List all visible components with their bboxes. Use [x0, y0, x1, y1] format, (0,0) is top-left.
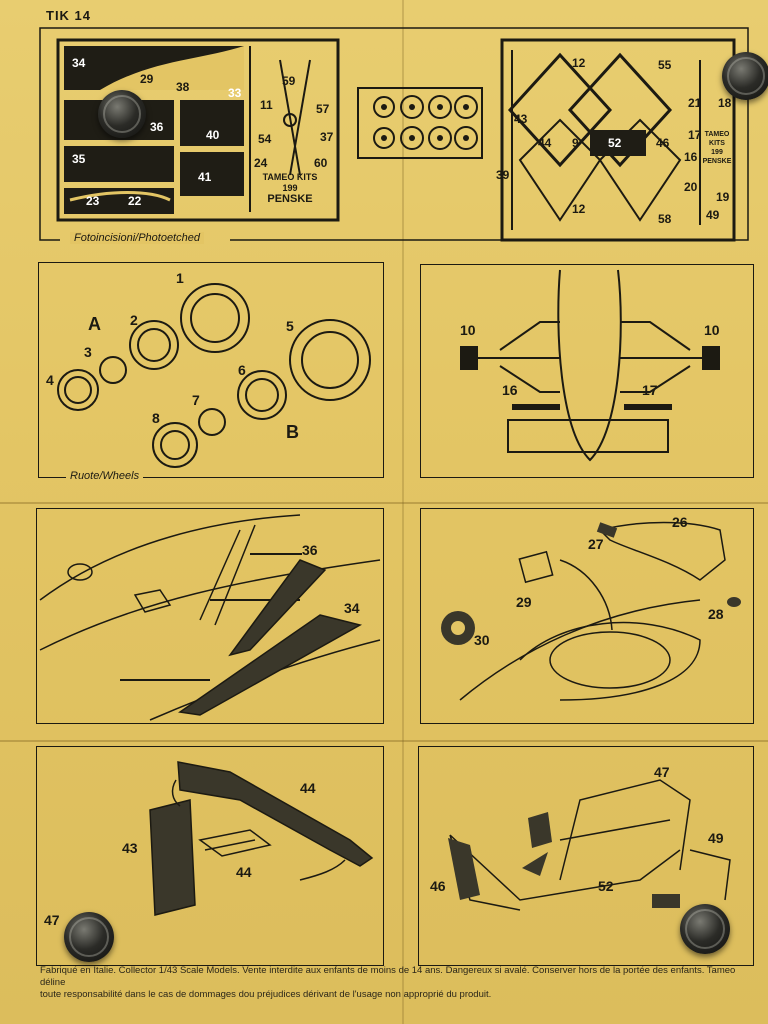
part-number: 2 [130, 312, 138, 328]
part-number: 59 [282, 74, 296, 88]
part-number: 23 [86, 194, 100, 208]
axle-panel [420, 264, 754, 478]
part-number: 36 [302, 542, 318, 558]
part-number: 26 [672, 514, 688, 530]
section-caption: Fotoincisioni/Photoetched [70, 232, 204, 244]
cockpit-panel [420, 508, 754, 724]
part-number: 27 [588, 536, 604, 552]
part-number: 43 [122, 840, 138, 856]
part-number: 40 [206, 128, 220, 142]
brand-text: 199 [282, 183, 298, 193]
part-number: 10 [704, 322, 720, 338]
sprue-frame-lines [39, 27, 749, 242]
wheel-insert-fret [373, 95, 478, 150]
part-number: 54 [258, 132, 272, 146]
part-number: 49 [706, 208, 720, 222]
part-number: 44 [300, 780, 316, 796]
part-number: 17 [688, 128, 702, 142]
part-number: 21 [688, 96, 702, 110]
part-number: 38 [176, 80, 190, 94]
magnet [722, 52, 768, 100]
part-number: 10 [460, 322, 476, 338]
brand-text: PENSKE [267, 193, 313, 205]
document-code: TIK 14 [46, 8, 92, 23]
part-number: 36 [150, 120, 164, 134]
wheels-panel [38, 262, 384, 478]
part-number: 44 [538, 136, 552, 150]
part-number: 57 [316, 102, 330, 116]
magnet [680, 904, 730, 954]
part-number: 11 [260, 98, 273, 112]
part-number: 24 [254, 156, 268, 170]
part-number: 55 [658, 58, 672, 72]
part-number: 52 [598, 878, 614, 894]
part-number: 19 [716, 190, 730, 204]
wheel-set-label: A [88, 314, 101, 334]
brand-text: TAMEO KITS [704, 131, 730, 147]
part-number: 47 [44, 912, 60, 928]
part-number: 29 [140, 72, 154, 86]
fold-line [0, 740, 768, 742]
part-number: 46 [656, 136, 670, 150]
part-number: 28 [708, 606, 724, 622]
frame-panel [36, 746, 384, 966]
part-number: 16 [502, 382, 518, 398]
part-number: 20 [684, 180, 698, 194]
part-number: 8 [152, 410, 160, 426]
sidepods-panel [36, 508, 384, 724]
part-number: 9 [572, 136, 579, 150]
part-number: 30 [474, 632, 490, 648]
fold-line [0, 502, 768, 504]
magnet [64, 912, 114, 962]
fold-line [402, 0, 404, 1024]
part-number: 12 [572, 202, 586, 216]
brand-label: TAMEO KITS 199 PENSKE [700, 130, 734, 166]
part-number: 39 [496, 168, 510, 182]
part-number: 37 [320, 130, 334, 144]
part-number: 52 [608, 136, 622, 150]
part-number: 43 [514, 112, 528, 126]
part-number: 6 [238, 362, 246, 378]
part-number: 47 [654, 764, 670, 780]
footer-line: toute responsabilité dans le cas de domm… [40, 989, 492, 1000]
part-number: 5 [286, 318, 294, 334]
part-number: 34 [344, 600, 360, 616]
part-number: 33 [228, 86, 242, 100]
part-number: 35 [72, 152, 86, 166]
rear-assembly-panel [418, 746, 754, 966]
part-number: 29 [516, 594, 532, 610]
brand-text: TAMEO KITS [262, 172, 318, 182]
part-number: 41 [198, 170, 212, 184]
wheel-set-label: B [286, 422, 299, 442]
part-number: 49 [708, 830, 724, 846]
brand-text: PENSKE [702, 158, 732, 165]
part-number: 60 [314, 156, 328, 170]
part-number: 7 [192, 392, 200, 408]
section-caption: Ruote/Wheels [66, 470, 144, 482]
brand-label: TAMEO KITS 199 PENSKE [262, 172, 318, 205]
part-number: 4 [46, 372, 54, 388]
part-number: 12 [572, 56, 586, 70]
part-number: 16 [684, 150, 698, 164]
legal-footer: Fabriqué en Italie. Collector 1/43 Scale… [40, 965, 740, 1001]
part-number: 17 [642, 382, 658, 398]
footer-line: Fabriqué en Italie. Collector 1/43 Scale… [40, 965, 736, 988]
magnet [98, 90, 146, 138]
part-number: 3 [84, 344, 92, 360]
brand-text: 199 [711, 149, 723, 156]
part-number: 18 [718, 96, 732, 110]
part-number: 46 [430, 878, 446, 894]
part-number: 34 [72, 56, 86, 70]
part-number: 44 [236, 864, 252, 880]
part-number: 58 [658, 212, 672, 226]
part-number: 1 [176, 270, 184, 286]
part-number: 22 [128, 194, 142, 208]
